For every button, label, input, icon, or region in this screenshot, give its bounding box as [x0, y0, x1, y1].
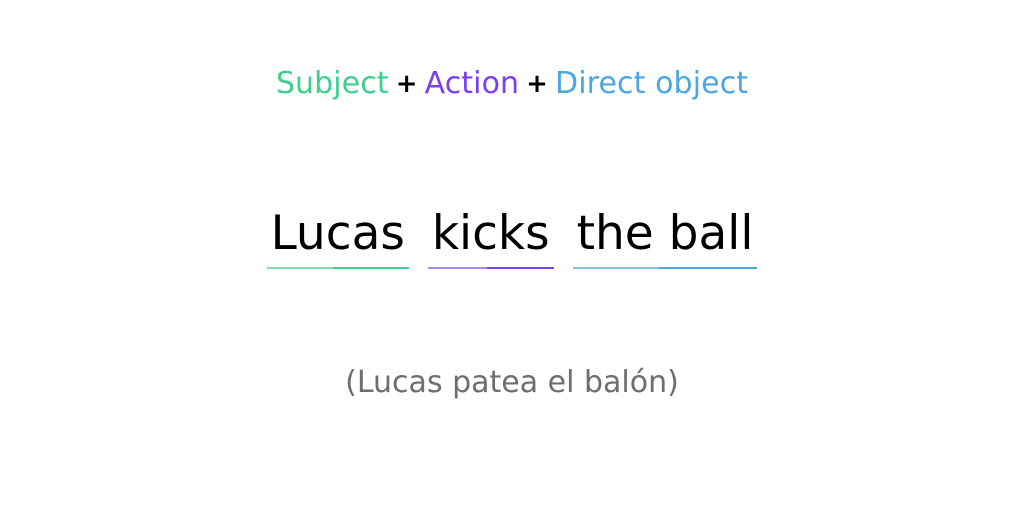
underline-direct-object-solid — [659, 267, 758, 269]
translation-text: (Lucas patea el balón) — [345, 365, 679, 400]
formula-separator-plus-2: + — [526, 69, 549, 99]
sentence-chunk-action: kicks — [427, 204, 554, 269]
underline-direct-object — [572, 267, 758, 269]
sentence-formula: Subject+Action+Direct object — [0, 64, 1024, 105]
underline-subject-solid — [333, 267, 409, 269]
underline-action-solid — [486, 267, 554, 269]
sentence-chunk-action-text: kicks — [431, 206, 550, 261]
underline-direct-object-pale — [572, 267, 660, 269]
formula-term-subject: Subject — [275, 66, 389, 101]
formula-term-action: Action — [424, 66, 520, 101]
sentence-chunk-subject-text: Lucas — [270, 206, 405, 261]
translation-line: (Lucas patea el balón) — [0, 362, 1024, 404]
underline-action — [427, 267, 554, 269]
underline-subject — [266, 267, 409, 269]
underline-action-pale — [427, 267, 487, 269]
sentence-chunk-direct-object-text: the ball — [576, 206, 754, 261]
formula-separator-plus-1: + — [395, 69, 418, 99]
example-sentence: Lucas kicks the ball — [0, 204, 1024, 269]
sentence-chunk-subject: Lucas — [266, 204, 409, 269]
sentence-chunk-direct-object: the ball — [572, 204, 758, 269]
formula-term-direct-object: Direct object — [555, 66, 749, 101]
underline-subject-pale — [266, 267, 334, 269]
